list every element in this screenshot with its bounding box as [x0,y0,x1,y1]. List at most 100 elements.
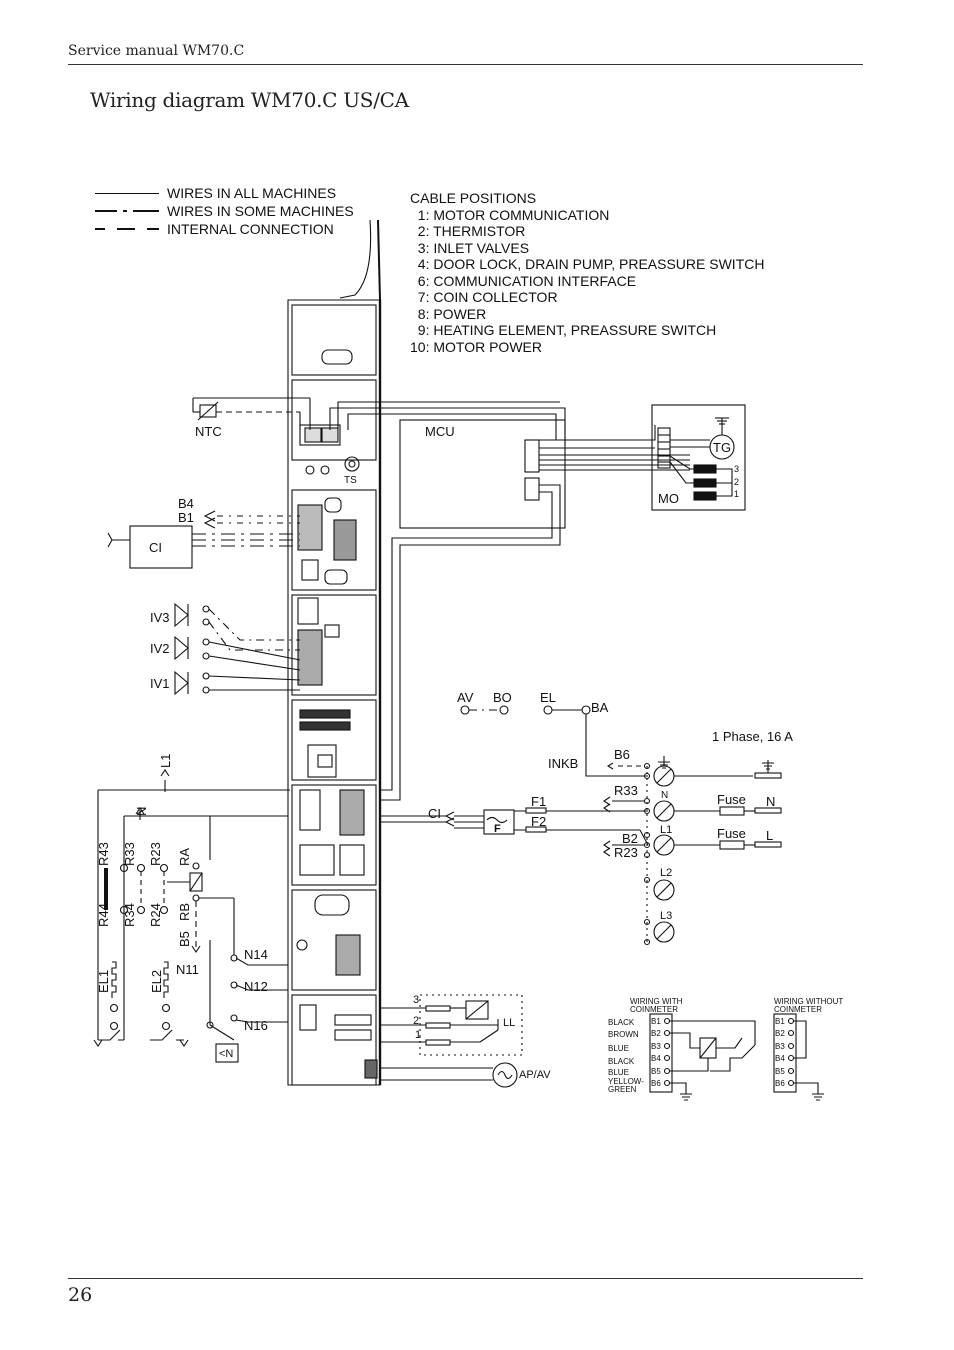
cable-item: 1: MOTOR COMMUNICATION [410,206,610,223]
n12-label: N12 [244,979,268,994]
inkb-label: INKB [548,756,578,771]
fuse-label: Fuse [717,826,746,841]
mo-label: MO [658,491,679,506]
cable-item: 8: POWER [410,305,487,322]
coinmeter-without-wiring [773,1013,824,1101]
iv2-label: IV2 [150,641,170,656]
pin-label: B4 [775,1054,785,1063]
cable-item: 2: THERMISTOR [410,223,526,239]
footer-rule [68,1278,863,1279]
l2-terminal-label: L2 [660,867,672,879]
legend-label: INTERNAL CONNECTION [167,221,334,237]
wire-color: BLACK [608,1057,635,1066]
pin-3-label: 3 [413,994,419,1006]
manual-title: Service manual WM70.C [68,43,245,59]
solid-line-sample [95,192,159,194]
r44-label: R44 [96,903,111,927]
ntc-sensor [192,397,311,430]
pin-label: B3 [651,1042,661,1051]
legend-dash-dot: WIRES IN SOME MACHINES [95,202,354,220]
legend-label: WIRES IN ALL MACHINES [167,185,337,201]
wire-color: BLACK [608,1018,635,1027]
r24-label: R24 [148,903,163,927]
wire-color: BLUE [608,1068,629,1077]
communication-interface [107,510,300,569]
inlet-valves [174,602,301,696]
pin-label: B6 [775,1079,785,1088]
cable-heading: CABLE POSITIONS [410,190,537,206]
r23-label: R23 [148,842,163,866]
b4-label: B4 [178,496,194,511]
n-terminal-label: N [661,790,668,801]
b2-label: B2 [622,831,638,846]
tg-label: TG [713,440,731,455]
ntc-label: NTC [195,424,222,439]
bo-label: BO [493,690,512,705]
ci-label: CI [149,540,162,555]
ba-label: BA [591,700,609,715]
mo-pin-3: 3 [734,464,739,474]
f1-label: F1 [531,794,546,809]
control-board [287,219,382,1086]
el2-label: EL2 [149,970,164,993]
r33-label: R33 [122,842,137,866]
b1-label: B1 [178,510,194,525]
cable-positions: CABLE POSITIONS 1: MOTOR COMMUNICATION 2… [410,190,764,355]
f2-label: F2 [531,814,546,829]
pin-label: B6 [651,1079,661,1088]
n16-label: N16 [244,1018,268,1033]
mcu-box [329,401,690,801]
phase-label: 1 Phase, 16 A [712,729,793,744]
pin-label: B1 [775,1017,785,1026]
mo-pin-2: 2 [734,477,739,487]
motor [651,404,746,511]
ci-filter-label: CI [428,806,441,821]
emi-filter [380,807,649,846]
page-title: Wiring diagram WM70.C US/CA [90,88,409,112]
mcu-label: MCU [425,424,455,439]
pin-label: B5 [651,1067,661,1076]
r34-label: R34 [122,903,137,927]
wire-color: YELLOW- [608,1077,644,1086]
aux-connectors [460,705,648,777]
iv1-label: IV1 [150,676,170,691]
r23-mains-label: R23 [614,845,638,860]
dashed-line-sample [95,228,159,230]
rb-label: RB [177,903,192,921]
wire-color: BLUE [608,1044,629,1053]
mo-pin-1: 1 [734,489,739,499]
b6-label: B6 [614,747,630,762]
legend-label: WIRES IN SOME MACHINES [167,203,354,219]
pin-label: B5 [775,1067,785,1076]
n14-label: N14 [244,947,268,962]
coinmeter-without-title: COINMETER [774,1005,822,1014]
legend-dashed: INTERNAL CONNECTION [95,220,334,238]
n-label: N [134,807,149,816]
pin-label: B4 [651,1054,661,1063]
cable-item: 3: INLET VALVES [410,239,530,256]
heating-circuit [93,769,290,1063]
coinmeter-without-title: WIRING WITHOUT [774,997,843,1006]
coinmeter-with-wiring [649,1013,756,1101]
l3-terminal-label: L3 [660,910,672,922]
header-rule [68,64,863,65]
door-lock-circuit [380,994,523,1088]
page-number: 26 [68,1284,93,1306]
filter-f-label: F [494,823,501,835]
wire-color: GREEN [608,1085,637,1094]
cable-item: 4: DOOR LOCK, DRAIN PUMP, PREASSURE SWIT… [410,256,765,272]
wire-color: BROWN [608,1030,639,1039]
iv3-label: IV3 [150,610,170,625]
dashdot-line-sample [95,210,159,212]
pin-2-label: 2 [413,1015,419,1027]
fuse-label: Fuse [717,792,746,807]
pin-1-label: 1 [415,1029,421,1041]
el-label: EL [540,690,556,705]
legend-solid: WIRES IN ALL MACHINES [95,184,336,202]
cable-item: 6: COMMUNICATION INTERFACE [410,272,637,289]
cable-item: 9: HEATING ELEMENT, PREASSURE SWITCH [410,322,717,338]
coinmeter-with-title: WIRING WITH [630,997,683,1006]
apav-label: AP/AV [519,1069,551,1081]
cable-item: 10: MOTOR POWER [410,338,542,355]
